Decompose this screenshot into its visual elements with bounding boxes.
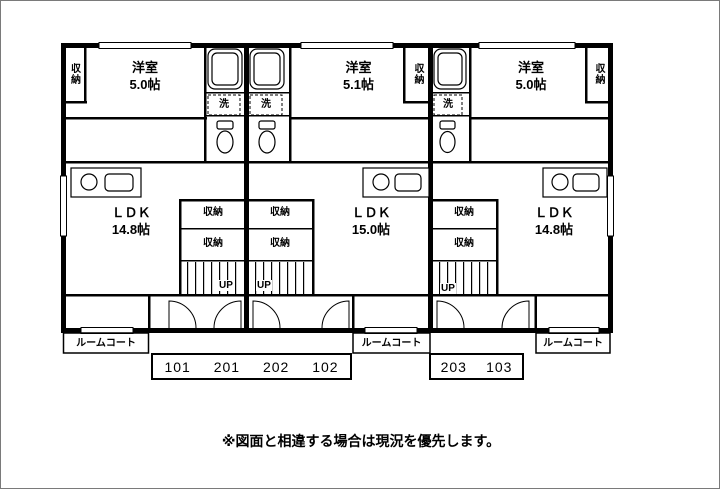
entry-door-arcs (168, 300, 530, 329)
room-court-label-left: ルームコート (76, 338, 136, 349)
bedroom-size-right: 5.0帖 (515, 77, 547, 92)
kitchen-counter-icons (70, 167, 608, 198)
bedroom-label-left: 洋室 5.0帖 (96, 59, 194, 93)
bedroom-label-middle: 洋室 5.1帖 (311, 59, 406, 93)
unit-number-203: 203 (440, 358, 467, 375)
ldk-size-right: 14.8帖 (534, 222, 574, 237)
laundry-label-right: 洗 (443, 99, 453, 110)
stairs-left (187, 262, 237, 294)
stairs-up-label-right: UP (433, 283, 463, 295)
room-court-label-middle: ルームコート (361, 338, 422, 349)
room-court-label-right: ルームコート (543, 338, 603, 349)
unit-number-202: 202 (262, 358, 290, 375)
ldk-size-middle: 15.0帖 (351, 222, 391, 237)
ldk-label-right: ＬＤＫ 14.8帖 (504, 204, 604, 238)
unit-number-101: 101 (164, 358, 191, 375)
bathtub-icons (207, 48, 467, 90)
unit-number-103: 103 (486, 358, 513, 375)
ldk-size-left: 14.8帖 (111, 222, 151, 237)
stairs-up-text-middle: UP (256, 280, 272, 291)
stair-closet-upper-left: 収納 (203, 207, 223, 218)
stairs-middle (255, 262, 305, 294)
stairs-up-text-left: UP (218, 280, 234, 291)
stairs-up-text-right: UP (440, 283, 456, 294)
toilet-icons (216, 120, 456, 154)
laundry-pan-icons (207, 94, 463, 116)
laundry-label-middle: 洗 (261, 99, 271, 110)
ldk-name-middle: ＬＤＫ (351, 205, 391, 220)
laundry-label-left: 洗 (219, 99, 229, 110)
stair-closet-upper-right: 収納 (454, 207, 474, 218)
bedroom-name-left: 洋室 (131, 60, 158, 75)
stair-closet-upper-middle: 収納 (270, 207, 290, 218)
ldk-name-right: ＬＤＫ (534, 205, 574, 220)
unit-number-102: 102 (312, 358, 339, 375)
disclaimer-caption: ※図面と相違する場合は現況を優先します。 (221, 433, 501, 449)
stair-closet-lower-middle: 収納 (270, 238, 290, 249)
ldk-label-left: ＬＤＫ 14.8帖 (81, 204, 181, 238)
bedroom-label-right: 洋室 5.0帖 (481, 59, 581, 93)
unit-number-201: 201 (213, 358, 241, 375)
stairs-right (439, 262, 489, 294)
stairs-up-label-middle: UP (249, 280, 279, 292)
closet-label-left: 収納 (68, 63, 80, 85)
unit-number-box-left: 101 201 202 102 (151, 353, 352, 380)
windows (60, 42, 614, 334)
bedroom-size-left: 5.0帖 (129, 77, 161, 92)
bedroom-size-middle: 5.1帖 (342, 77, 375, 92)
interior-walls (61, 43, 613, 333)
ldk-label-middle: ＬＤＫ 15.0帖 (321, 204, 421, 238)
bedroom-name-middle: 洋室 (345, 60, 372, 75)
bedroom-name-right: 洋室 (517, 60, 544, 75)
closet-label-middle: 収納 (412, 63, 423, 85)
closet-label-right: 収納 (593, 63, 604, 85)
unit-number-box-right: 203 103 (429, 353, 524, 380)
stair-closet-lower-right: 収納 (454, 238, 474, 249)
stairs-up-label-left: UP (211, 280, 241, 292)
ldk-name-left: ＬＤＫ (111, 205, 151, 220)
room-court-rails (62, 332, 611, 354)
stair-closet-lower-left: 収納 (203, 238, 223, 249)
